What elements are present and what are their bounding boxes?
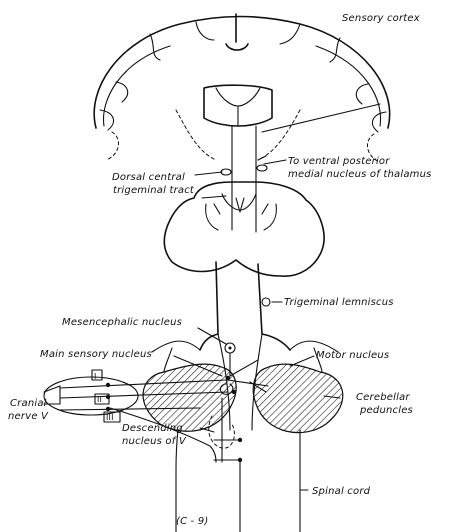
label-motor-nucleus: Motor nucleus xyxy=(316,350,389,361)
label-dorsal-central-line2: trigeminal tract xyxy=(113,185,195,196)
label-trigeminal-lemniscus: Trigeminal lemniscus xyxy=(284,297,394,308)
label-dorsal-central-line1: Dorsal central xyxy=(112,172,185,183)
label-sensory-cortex: Sensory cortex xyxy=(342,13,420,24)
pons-peduncles xyxy=(143,348,343,433)
ventral-tract-marker xyxy=(257,165,267,171)
right-peduncle xyxy=(253,364,343,432)
label-cranial-line1: Cranial xyxy=(10,398,47,409)
branch-i-label: I xyxy=(94,372,97,381)
label-cerebellar-line2: peduncles xyxy=(359,405,413,416)
label-descending-line2: nucleus of V xyxy=(122,436,187,447)
branch-iii-label: III xyxy=(106,413,114,422)
lemniscus-marker xyxy=(262,298,270,306)
label-spinal-cord: Spinal cord xyxy=(312,486,371,497)
label-cerebellar-line1: Cerebellar xyxy=(356,392,410,403)
label-cranial-line2: nerve V xyxy=(8,411,49,422)
cerebral-cortex xyxy=(94,14,389,162)
label-to-ventral-line2: medial nucleus of thalamus xyxy=(288,169,432,180)
midbrain-section xyxy=(164,182,324,276)
label-descending-line1: Descending xyxy=(122,423,183,434)
ascending-tracts xyxy=(221,126,267,232)
branch-ii-label: II xyxy=(97,395,102,404)
label-to-ventral-line1: To ventral posterior xyxy=(288,156,390,167)
label-figure-code: (C - 9) xyxy=(176,516,209,527)
label-mesencephalic-nucleus: Mesencephalic nucleus xyxy=(62,317,182,328)
labels: Sensory cortex To ventral posterior medi… xyxy=(8,13,432,527)
label-main-sensory-nucleus: Main sensory nucleus xyxy=(40,349,152,360)
thalamus xyxy=(176,85,380,160)
